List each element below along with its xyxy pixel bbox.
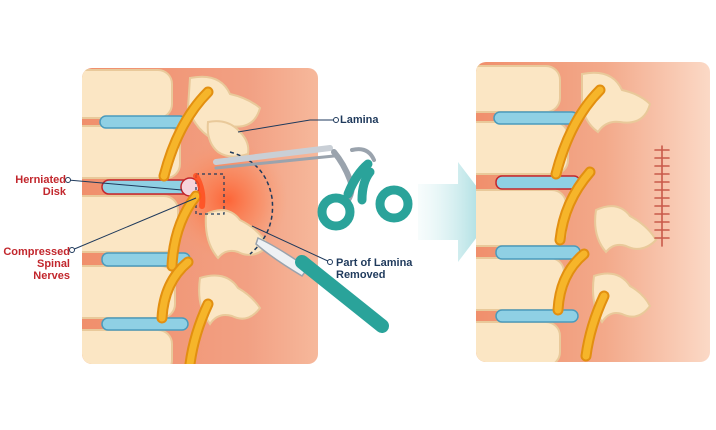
label-compressed-line1: Compressed xyxy=(3,246,70,258)
label-herniated-disk-line1: Herniated xyxy=(15,174,66,186)
spinal-nerves xyxy=(156,86,214,364)
vertebral-bodies-after xyxy=(476,65,569,362)
incision-stitches-icon xyxy=(654,145,670,247)
right-panel-after-surgery xyxy=(476,62,710,362)
nerve-compression-highlight xyxy=(193,173,206,209)
scissors-icon xyxy=(213,145,413,231)
label-lamina-removed-line2: Removed xyxy=(336,269,386,281)
leader-compressed-nerves xyxy=(71,197,197,251)
vertebra-body-5 xyxy=(82,329,173,364)
lamina-segment xyxy=(206,120,250,158)
label-compressed-spinal-nerves: Compressed Spinal Nerves xyxy=(0,246,70,282)
spinal-nerves-after xyxy=(550,84,610,362)
scalpel-icon xyxy=(255,236,389,333)
posterior-elements xyxy=(186,75,270,326)
left-panel-before-surgery xyxy=(82,68,318,364)
label-herniated-disk: Herniated Disk xyxy=(6,174,66,198)
label-lamina-removed-line1: Part of Lamina xyxy=(336,257,413,269)
vertebra-body-1 xyxy=(82,69,173,119)
disc-1 xyxy=(99,115,187,129)
inflammation-glow xyxy=(168,140,288,260)
label-herniated-disk-line2: Disk xyxy=(42,186,66,198)
label-part-of-lamina-removed: Part of Lamina Removed xyxy=(336,257,412,281)
leader-lamina xyxy=(237,119,336,133)
leader-lines xyxy=(65,117,339,265)
vertebra-body-3 xyxy=(82,195,179,253)
label-compressed-line2: Spinal Nerves xyxy=(33,258,70,282)
leader-herniated-disk xyxy=(67,179,183,191)
disc-4 xyxy=(101,317,189,331)
label-lamina: Lamina xyxy=(340,114,379,126)
removed-lamina-outline xyxy=(229,151,274,255)
leader-lamina-removed xyxy=(251,225,331,263)
surgical-tools xyxy=(213,145,413,333)
